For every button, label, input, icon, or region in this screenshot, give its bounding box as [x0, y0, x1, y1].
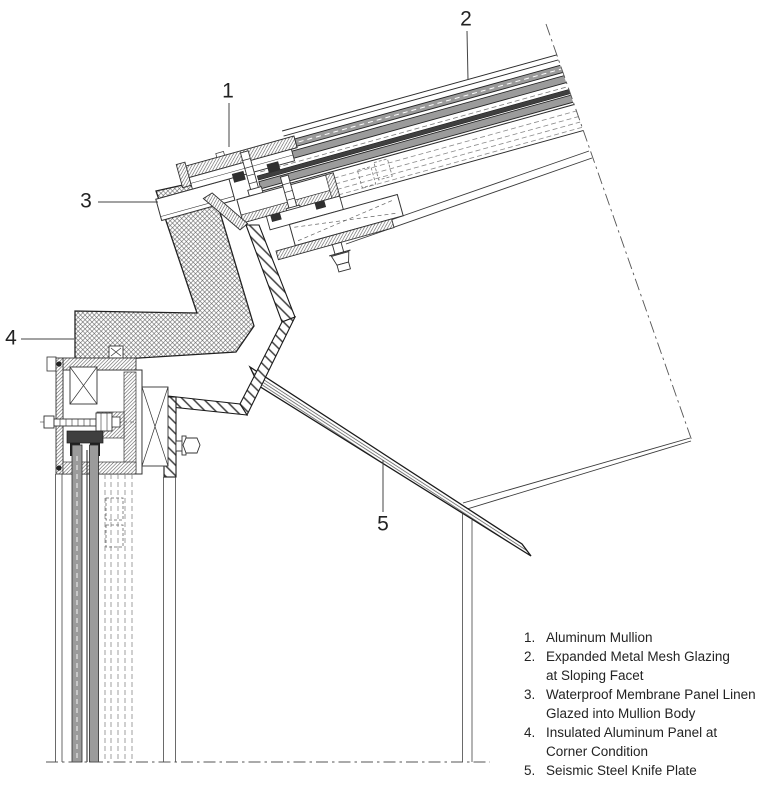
- legend: 1. Aluminum Mullion 2. Expanded Metal Mesh…: [524, 628, 768, 780]
- knife-plate: [248, 365, 532, 557]
- legend-row: 4. Insulated Aluminum Panel at: [524, 723, 768, 742]
- glazing-gripper: [66, 430, 104, 444]
- sloped-mullion-assembly: [155, 135, 404, 273]
- legend-number: 3.: [524, 687, 536, 702]
- vertical-glazing: [55, 444, 473, 763]
- legend-row: Glazed into Mullion Body: [524, 704, 768, 723]
- legend-row: 1. Aluminum Mullion: [524, 628, 768, 647]
- cap-end-plate: [175, 161, 192, 189]
- leader-2: [466, 30, 469, 81]
- legend-number: 2.: [524, 649, 536, 664]
- legend-text: Aluminum Mullion: [546, 630, 653, 645]
- legend-text: Expanded Metal Mesh Glazing: [546, 649, 730, 664]
- legend-number: 4.: [524, 725, 536, 740]
- callout-1-label: 1: [222, 79, 234, 103]
- insulation-box: [141, 386, 169, 467]
- bracket-bolt: [329, 241, 352, 273]
- legend-number: [524, 666, 546, 685]
- legend-text: Waterproof Membrane Panel Linen: [546, 687, 756, 702]
- legend-text: at Sloping Facet: [546, 668, 644, 683]
- hidden-clip-block: [105, 497, 124, 521]
- legend-row: 5. Seismic Steel Knife Plate: [524, 761, 768, 780]
- callout-3-label: 3: [80, 189, 92, 213]
- toggle-bolt-a: [239, 150, 264, 198]
- glass-leaf-inner: [89, 444, 99, 763]
- glazing-gasket: [266, 161, 281, 174]
- legend-row: Corner Condition: [524, 742, 768, 761]
- bent-closure-plate: [163, 224, 297, 478]
- glazing-gasket: [231, 170, 246, 183]
- legend-number: 1.: [524, 630, 536, 645]
- glazing-dark-interlayer: [256, 74, 624, 181]
- legend-text: Corner Condition: [546, 744, 649, 759]
- legend-text: Seismic Steel Knife Plate: [546, 763, 697, 778]
- side-bolt: [175, 435, 201, 456]
- sloped-glazing-stack: [253, 39, 692, 510]
- glazing-layers: [253, 39, 634, 199]
- legend-text: Insulated Aluminum Panel at: [546, 725, 718, 740]
- vertical-mullion-assembly: [40, 356, 169, 475]
- thermal-break-box: [69, 366, 98, 405]
- legend-number: 5.: [524, 763, 536, 778]
- mullion-face-plate: [55, 357, 64, 475]
- legend-number: [524, 704, 546, 723]
- legend-text: Glazed into Mullion Body: [546, 706, 696, 721]
- callout-4-label: 4: [5, 326, 17, 350]
- legend-row: 3. Waterproof Membrane Panel Linen: [524, 685, 768, 704]
- legend-row: 2. Expanded Metal Mesh Glazing: [524, 647, 768, 666]
- callout-2-label: 2: [460, 7, 472, 31]
- legend-row: at Sloping Facet: [524, 666, 768, 685]
- mullion-left-wall: [202, 192, 249, 231]
- anchor-bracket: [275, 193, 404, 261]
- callout-leaders: [21, 30, 469, 512]
- callout-5-label: 5: [377, 512, 389, 536]
- legend-number: [524, 742, 546, 761]
- hidden-clip-block: [105, 524, 124, 548]
- module-centerline: [545, 23, 693, 442]
- mullion-bolt: [40, 412, 134, 432]
- panel-screw: [108, 345, 124, 359]
